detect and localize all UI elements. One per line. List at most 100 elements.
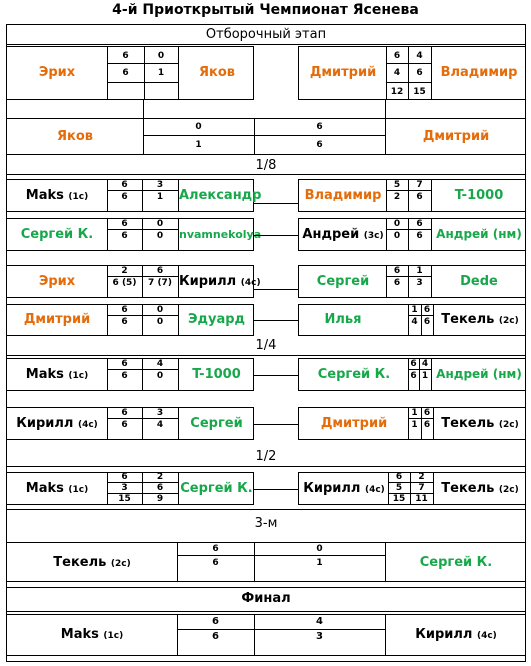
- set-score: 0: [156, 305, 164, 315]
- player-name: Кирилл (4с): [179, 274, 261, 289]
- divider: [144, 46, 145, 100]
- player-name: Владимир: [440, 65, 518, 80]
- player-name: Кирилл (4с): [16, 416, 98, 431]
- set-score: 6: [212, 558, 219, 568]
- divider: [254, 614, 255, 656]
- set-score: 0: [156, 317, 164, 327]
- divider: [431, 179, 432, 212]
- divider: [408, 304, 409, 336]
- set-score: 2: [418, 472, 425, 482]
- divider: [107, 276, 178, 277]
- divider: [177, 542, 178, 582]
- divider: [408, 369, 431, 370]
- divider: [107, 304, 108, 336]
- round-label-qf: 1/4: [255, 338, 277, 353]
- set-score: 15: [118, 494, 131, 504]
- divider: [6, 44, 526, 45]
- player-name: Андрей (нм): [436, 227, 522, 241]
- set-score: 9: [156, 494, 164, 504]
- divider: [178, 358, 179, 391]
- divider: [6, 174, 526, 175]
- set-score: 15: [392, 494, 406, 504]
- divider: [254, 118, 255, 155]
- divider: [388, 472, 389, 505]
- divider: [386, 190, 431, 191]
- player-name: Maks (1с): [25, 481, 89, 496]
- divider: [107, 63, 178, 64]
- set-score: 6: [212, 544, 219, 554]
- match-box-sf-a: [6, 472, 254, 505]
- divider: [107, 179, 108, 212]
- set-score: 6: [122, 68, 129, 78]
- divider: [408, 179, 409, 212]
- player-name: Текель (2с): [441, 312, 519, 327]
- set-score: 4: [411, 317, 418, 327]
- divider: [408, 358, 409, 391]
- match-box-final: [6, 614, 526, 656]
- match-box-qf-c: [6, 407, 254, 440]
- match-box-third: [6, 542, 526, 582]
- set-score: 12: [390, 87, 404, 97]
- connector-line: [254, 320, 298, 321]
- divider: [385, 100, 386, 155]
- set-score: 6: [212, 616, 219, 627]
- divider: [107, 472, 108, 505]
- player-name: Сергей К.: [180, 481, 253, 496]
- divider: [433, 407, 434, 440]
- set-score: 6: [121, 359, 128, 369]
- divider: [6, 509, 526, 510]
- divider: [408, 265, 409, 298]
- set-score: 6 (5): [112, 278, 137, 288]
- set-score: 4: [416, 51, 423, 61]
- player-name: Dede: [460, 274, 498, 289]
- divider: [107, 190, 178, 191]
- set-score: 5: [393, 180, 401, 190]
- divider: [142, 358, 143, 391]
- set-score: 6: [121, 192, 128, 202]
- player-name: Андрей (нм): [436, 367, 522, 381]
- player-name: Сергей: [190, 416, 243, 431]
- divider: [386, 63, 431, 64]
- set-score: 6: [416, 192, 423, 202]
- player-name: Илья: [324, 312, 362, 327]
- page-title: 4-й Приоткрытый Чемпионат Ясенева: [112, 2, 419, 18]
- set-score: 1: [157, 68, 165, 78]
- player-name: Дмитрий: [309, 65, 377, 80]
- player-name: Владимир: [304, 188, 382, 203]
- set-score: 1: [421, 371, 429, 381]
- set-score: 6: [121, 305, 128, 315]
- set-score: 6: [395, 472, 403, 482]
- set-score: 6: [393, 266, 401, 276]
- divider: [107, 218, 108, 251]
- player-name: Яков: [57, 129, 93, 144]
- player-name: Дмитрий: [422, 129, 490, 144]
- connector-line: [254, 375, 298, 376]
- set-score: 1: [411, 305, 418, 315]
- set-score: 6: [416, 231, 423, 241]
- divider: [421, 304, 422, 336]
- set-score: 6: [393, 278, 401, 288]
- set-score: 3: [121, 483, 128, 493]
- connector-line: [254, 424, 298, 425]
- player-name: Кирилл (4с): [303, 481, 385, 496]
- set-score: 4: [156, 420, 164, 430]
- player-name: Текель (2с): [441, 416, 519, 431]
- set-score: 6: [423, 408, 431, 418]
- match-box-sf-b: [298, 472, 526, 505]
- set-score: 6: [121, 231, 128, 241]
- divider: [107, 407, 108, 440]
- divider: [178, 265, 179, 298]
- set-score: 6: [121, 420, 128, 430]
- connector-line: [254, 489, 298, 490]
- divider: [6, 611, 526, 612]
- set-score: 4: [316, 616, 323, 627]
- player-name: T-1000: [192, 367, 241, 382]
- divider: [107, 418, 178, 419]
- divider: [178, 46, 179, 100]
- set-score: 3: [156, 180, 164, 190]
- divider: [386, 265, 387, 298]
- divider: [143, 135, 385, 136]
- divider: [386, 179, 387, 212]
- set-score: 0: [316, 544, 323, 554]
- divider: [408, 46, 409, 100]
